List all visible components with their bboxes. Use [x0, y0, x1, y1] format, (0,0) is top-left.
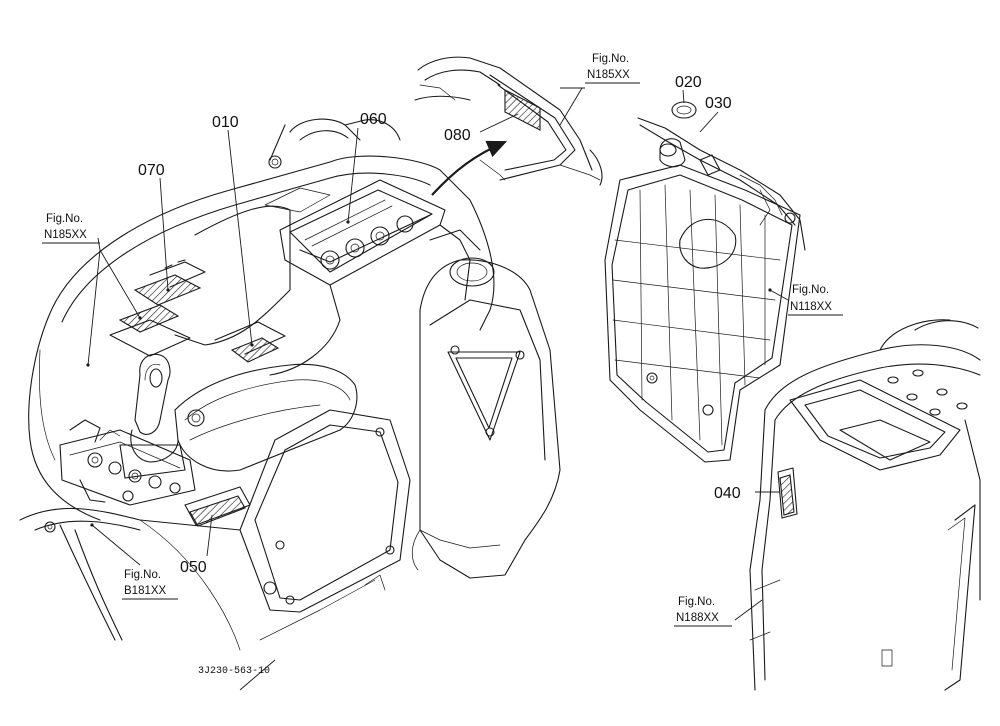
fig-ref-n188xx: Fig.No. N188XX	[674, 596, 732, 627]
figure-references: Fig.No. N185XX Fig.No. N185XX Fig.No. N1…	[42, 53, 843, 627]
drawing-code: 3J230-563-10	[198, 666, 270, 677]
fig-ref-caption: Fig.No.	[792, 284, 829, 296]
fig-ref-caption: Fig.No.	[46, 213, 83, 225]
fig-ref-caption: Fig.No.	[592, 53, 629, 65]
fig-ref-number: N118XX	[790, 301, 832, 313]
fig-ref-caption: Fig.No.	[678, 596, 715, 608]
label-020: 020	[675, 74, 702, 91]
right-lower-cover	[749, 319, 981, 691]
fig-ref-caption: Fig.No.	[124, 569, 161, 581]
label-010: 010	[212, 114, 239, 131]
right-cover-panel	[604, 101, 806, 463]
fig-ref-n185xx-left: Fig.No. N185XX	[42, 213, 100, 244]
fig-ref-n185xx-top: Fig.No. N185XX	[585, 53, 640, 84]
label-060: 060	[360, 111, 387, 128]
assembly-arrow	[431, 140, 508, 196]
label-070: 070	[138, 162, 165, 179]
fig-ref-number: B181XX	[124, 585, 167, 597]
fig-ref-number: N185XX	[587, 69, 630, 81]
left-console-assembly	[19, 118, 561, 651]
part-labels: 010 020 030 040 050 060 070 080	[138, 74, 741, 576]
label-050: 050	[180, 559, 207, 576]
leader-lines	[86, 87, 789, 691]
top-panel-080	[414, 56, 603, 186]
label-040: 040	[714, 485, 741, 502]
fig-ref-number: N185XX	[44, 229, 87, 241]
fig-ref-number: N188XX	[676, 612, 719, 624]
fig-ref-n118xx: Fig.No. N118XX	[788, 284, 843, 316]
label-080: 080	[444, 127, 471, 144]
fig-ref-b181xx: Fig.No. B181XX	[122, 569, 178, 600]
label-030: 030	[705, 95, 732, 112]
